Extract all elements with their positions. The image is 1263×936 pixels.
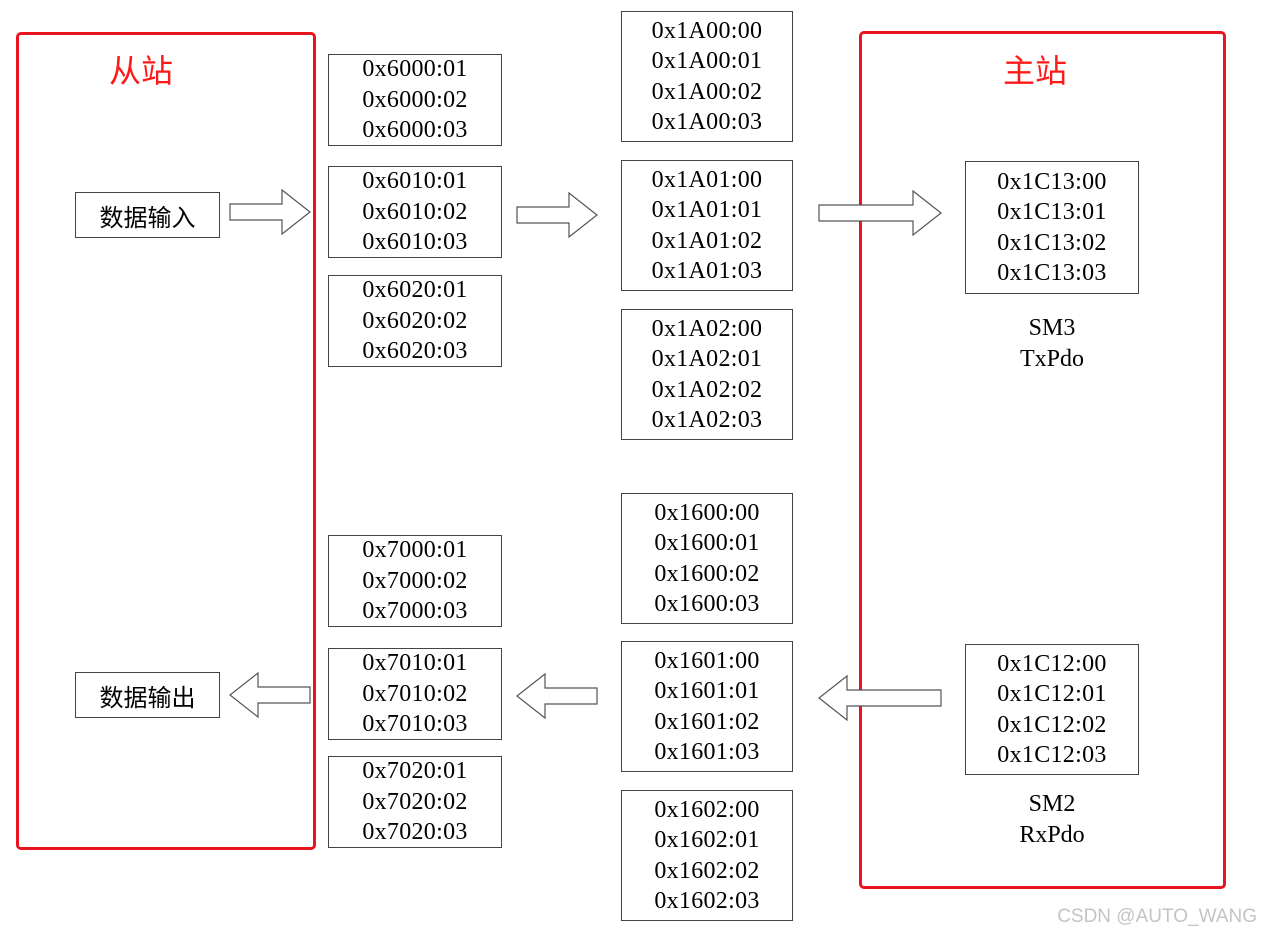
sm2-label: SM2 RxPdo (982, 789, 1122, 851)
object-entry: 0x1A00:00 (651, 17, 763, 44)
object-entry: 0x1601:02 (654, 708, 760, 735)
slave-station-title: 从站 (109, 52, 174, 90)
rx-pdo-mapping-box: 0x1601:00 0x1601:01 0x1601:02 0x1601:03 (621, 641, 793, 772)
input-object-box: 0x6020:01 0x6020:02 0x6020:03 (328, 275, 502, 367)
sm2-rxpdo-assign-box: 0x1C12:00 0x1C12:01 0x1C12:02 0x1C12:03 (965, 644, 1139, 775)
sm2-type: RxPdo (1019, 822, 1085, 848)
object-entry: 0x1C13:02 (997, 229, 1107, 256)
object-entry: 0x1C13:01 (997, 199, 1107, 225)
object-entry: 0x7010:01 (362, 650, 468, 677)
left-arrow-icon (229, 671, 311, 719)
object-entry: 0x6010:03 (362, 229, 468, 256)
object-entry: 0x1601:03 (654, 739, 760, 765)
object-entry: 0x6000:02 (362, 86, 468, 113)
object-entry: 0x7020:01 (362, 758, 468, 785)
object-entry: 0x1A00:03 (651, 109, 763, 135)
object-entry: 0x7020:03 (362, 819, 468, 846)
object-entry: 0x7010:03 (362, 711, 468, 738)
object-entry: 0x1602:03 (654, 888, 760, 914)
object-entry: 0x1A01:03 (651, 258, 763, 284)
object-entry: 0x1C13:00 (997, 168, 1107, 195)
object-entry: 0x1602:02 (654, 857, 760, 884)
object-entry: 0x6010:02 (362, 198, 468, 225)
object-entry: 0x1600:01 (654, 530, 760, 556)
object-entry: 0x7000:01 (362, 537, 468, 564)
tx-pdo-mapping-box: 0x1A01:00 0x1A01:01 0x1A01:02 0x1A01:03 (621, 160, 793, 291)
object-entry: 0x1A01:02 (651, 227, 763, 254)
object-entry: 0x1601:00 (654, 647, 760, 674)
object-entry: 0x1A00:02 (651, 78, 763, 105)
object-entry: 0x1A01:00 (651, 166, 763, 193)
object-entry: 0x1600:03 (654, 591, 760, 617)
left-arrow-icon (818, 674, 942, 722)
rx-pdo-mapping-box: 0x1600:00 0x1600:01 0x1600:02 0x1600:03 (621, 493, 793, 624)
data-output-label: 数据输出 (75, 672, 220, 718)
object-entry: 0x6010:01 (362, 168, 468, 195)
object-entry: 0x1C12:03 (997, 742, 1107, 768)
object-entry: 0x1600:02 (654, 560, 760, 587)
object-entry: 0x6000:03 (362, 117, 468, 144)
object-entry: 0x7020:02 (362, 788, 468, 815)
rx-pdo-mapping-box: 0x1602:00 0x1602:01 0x1602:02 0x1602:03 (621, 790, 793, 921)
left-arrow-icon (516, 672, 598, 720)
sm2-name: SM2 (1028, 791, 1076, 817)
object-entry: 0x1602:00 (654, 796, 760, 823)
object-entry: 0x1601:01 (654, 678, 760, 704)
input-object-box: 0x6010:01 0x6010:02 0x6010:03 (328, 166, 502, 258)
tx-pdo-mapping-box: 0x1A00:00 0x1A00:01 0x1A00:02 0x1A00:03 (621, 11, 793, 142)
right-arrow-icon (818, 189, 942, 237)
tx-pdo-mapping-box: 0x1A02:00 0x1A02:01 0x1A02:02 0x1A02:03 (621, 309, 793, 440)
sm3-name: SM3 (1028, 315, 1076, 341)
watermark: CSDN @AUTO_WANG (1057, 906, 1257, 927)
object-entry: 0x1C12:01 (997, 681, 1107, 707)
object-entry: 0x1A02:01 (651, 346, 763, 372)
sm3-type: TxPdo (1019, 346, 1084, 372)
object-entry: 0x1A02:00 (651, 315, 763, 342)
object-entry: 0x6020:03 (362, 338, 468, 365)
output-object-box: 0x7020:01 0x7020:02 0x7020:03 (328, 756, 502, 848)
object-entry: 0x1C13:03 (997, 260, 1107, 286)
slave-station-region (16, 32, 316, 850)
object-entry: 0x6000:01 (362, 56, 468, 83)
object-entry: 0x6020:01 (362, 277, 468, 304)
object-entry: 0x1602:01 (654, 827, 760, 853)
object-entry: 0x1A00:01 (651, 48, 763, 74)
object-entry: 0x1C12:02 (997, 711, 1107, 738)
object-entry: 0x1A02:03 (651, 407, 763, 433)
object-entry: 0x1C12:00 (997, 650, 1107, 677)
right-arrow-icon (229, 188, 311, 236)
object-entry: 0x1A01:01 (651, 197, 763, 223)
input-object-box: 0x6000:01 0x6000:02 0x6000:03 (328, 54, 502, 146)
output-object-box: 0x7000:01 0x7000:02 0x7000:03 (328, 535, 502, 627)
output-object-box: 0x7010:01 0x7010:02 0x7010:03 (328, 648, 502, 740)
object-entry: 0x6020:02 (362, 307, 468, 334)
master-station-title: 主站 (1003, 52, 1068, 90)
data-input-label: 数据输入 (75, 192, 220, 238)
object-entry: 0x7000:03 (362, 598, 468, 625)
object-entry: 0x7010:02 (362, 680, 468, 707)
object-entry: 0x1600:00 (654, 499, 760, 526)
right-arrow-icon (516, 191, 598, 239)
object-entry: 0x1A02:02 (651, 376, 763, 403)
sm3-txpdo-assign-box: 0x1C13:00 0x1C13:01 0x1C13:02 0x1C13:03 (965, 161, 1139, 294)
object-entry: 0x7000:02 (362, 567, 468, 594)
master-station-region (859, 31, 1226, 889)
sm3-label: SM3 TxPdo (982, 313, 1122, 375)
